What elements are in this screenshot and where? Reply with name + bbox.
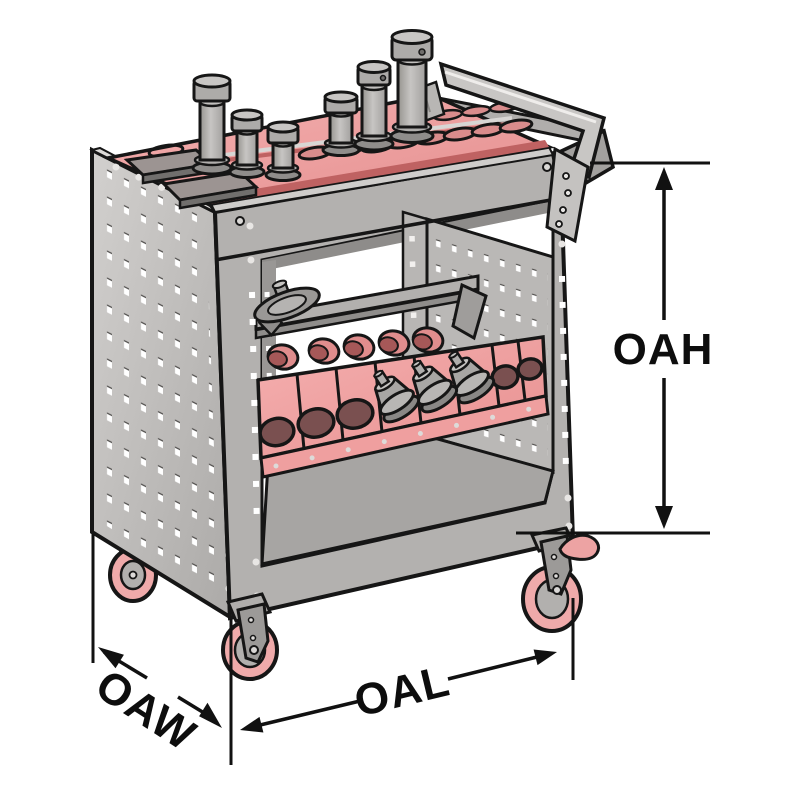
tool-holder — [228, 108, 266, 179]
band-bolt — [235, 216, 245, 226]
rack-front-band — [259, 394, 550, 479]
upper-tool-rack — [253, 274, 488, 371]
rack-bracket — [451, 282, 488, 341]
perforation-grid — [102, 163, 219, 595]
rack-tool-holder — [447, 350, 496, 405]
tool-holder — [191, 73, 233, 176]
red-tool-sockets — [266, 326, 445, 371]
rack-tool-holder — [410, 359, 459, 414]
bottom-shelf — [260, 434, 555, 566]
tool-holder — [353, 60, 395, 152]
arrowhead-right — [533, 649, 557, 666]
tool-holder — [321, 90, 361, 157]
arrowhead-down — [655, 506, 673, 529]
plate-front-red-edge — [207, 140, 549, 204]
tray-band-bottom-edge — [214, 194, 574, 262]
rack-tool-holder — [372, 369, 421, 424]
arrowhead-left — [240, 716, 264, 733]
tool-holder — [264, 120, 302, 182]
left-side-panel — [89, 146, 233, 621]
laying-tool-disc — [253, 279, 321, 338]
brake-lever — [558, 533, 601, 561]
arrowhead-downright — [199, 702, 222, 728]
frame-details — [214, 194, 574, 604]
push-handle — [438, 61, 607, 244]
arrowhead-upleft — [98, 647, 124, 669]
middle-tool-rack — [256, 334, 550, 479]
oah-label: OAH — [613, 325, 714, 374]
arrowhead-up — [655, 167, 673, 190]
band-screws — [273, 405, 537, 469]
caster-front-left — [221, 592, 279, 681]
tool-holder — [389, 29, 435, 144]
oah-dimension: OAH — [516, 161, 714, 535]
band-bolt — [542, 162, 552, 172]
tool-holders-top — [191, 29, 435, 182]
